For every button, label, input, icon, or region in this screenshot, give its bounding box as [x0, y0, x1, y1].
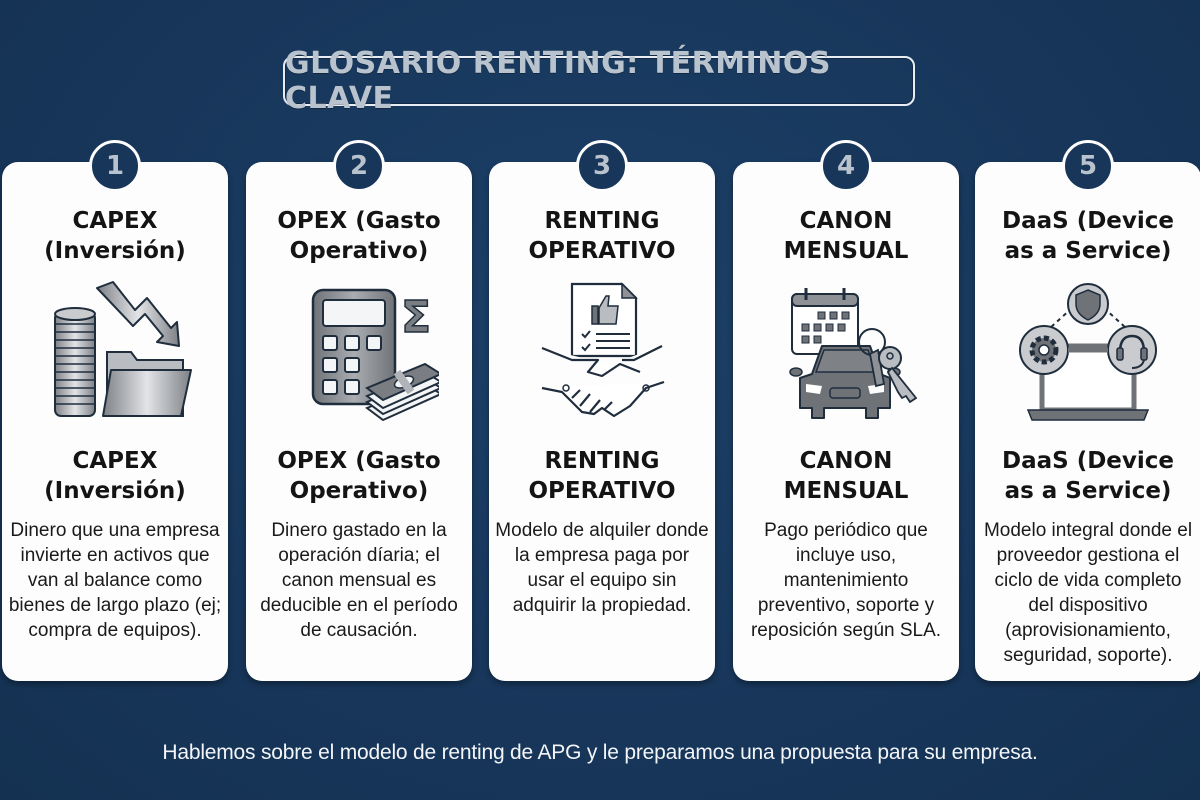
- laptop-shield-gear-headset-icon: [975, 280, 1200, 430]
- card-description: Dinero gastado en la operación díaria; e…: [260, 520, 458, 641]
- glossary-card-capex: 1 CAPEX (Inversión): [2, 140, 228, 681]
- glossary-card-canon-mensual: 4 CANON MENSUAL: [733, 140, 959, 681]
- card-heading: CAPEX (Inversión): [44, 208, 186, 264]
- card-term: CAPEX (Inversión): [44, 448, 186, 504]
- footer-call-to-action: Hablemos sobre el modelo de renting de A…: [162, 741, 1038, 764]
- card-heading: CANON MENSUAL: [783, 208, 909, 264]
- page-title: GLOSARIO RENTING: TÉRMINOS CLAVE: [285, 46, 831, 116]
- card-description: Pago periódico que incluye uso, mantenim…: [750, 520, 942, 641]
- card-term: DaaS (Device as a Service): [1001, 448, 1175, 504]
- number-badge: 3: [576, 140, 628, 192]
- card-heading: RENTING OPERATIVO: [528, 208, 676, 264]
- card-description: Dinero que una empresa invierte en activ…: [8, 520, 222, 641]
- contract-handshake-icon: [489, 280, 715, 430]
- card-description: Modelo integral donde el proveedor gesti…: [983, 520, 1193, 666]
- calendar-car-keys-icon: [733, 280, 959, 430]
- coins-folder-downtrend-icon: [2, 280, 228, 430]
- glossary-card-renting-operativo: 3 RENTING OPERATIVO: [489, 140, 715, 681]
- card-heading: DaaS (Device as a Service): [1001, 208, 1175, 264]
- title-banner: GLOSARIO RENTING: TÉRMINOS CLAVE: [283, 46, 915, 116]
- glossary-card-daas: 5 DaaS (Device as a Service): [975, 140, 1200, 681]
- card-term: RENTING OPERATIVO: [528, 448, 676, 504]
- card-term: OPEX (Gasto Operativo): [277, 448, 441, 504]
- calculator-sigma-cash-icon: Σ: [246, 280, 472, 430]
- svg-text:Σ: Σ: [401, 292, 431, 343]
- number-badge: 5: [1062, 140, 1114, 192]
- number-badge: 1: [89, 140, 141, 192]
- card-description: Modelo de alquiler donde la empresa paga…: [495, 520, 709, 616]
- number-badge: 2: [333, 140, 385, 192]
- glossary-card-opex: 2 OPEX (Gasto Operativo) Σ: [246, 140, 472, 681]
- card-heading: OPEX (Gasto Operativo): [277, 208, 441, 264]
- number-badge: 4: [820, 140, 872, 192]
- card-term: CANON MENSUAL: [783, 448, 909, 504]
